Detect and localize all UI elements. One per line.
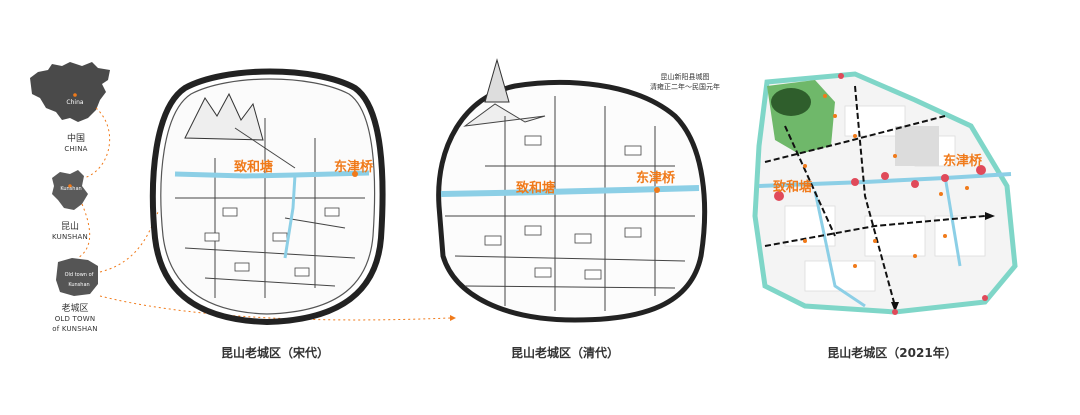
oldtown-tag: Old town of Kunshan (64, 272, 94, 288)
kunshan-label: 昆山 KUNSHAN (40, 222, 100, 242)
map1-canal-label: 致和塘 (234, 160, 274, 175)
china-label-en: CHINA (64, 145, 88, 153)
map2-title-line2: 清雍正二年～民国元年 (650, 83, 720, 91)
map3-bridge-label: 东津桥 (943, 154, 983, 169)
locator-graphics (30, 62, 111, 296)
map2-canal-label: 致和塘 (516, 181, 556, 196)
oldtown-label-zh: 老城区 (61, 304, 89, 314)
caption-song: 昆山老城区（宋代） (220, 346, 329, 360)
china-label: 中国 CHINA (46, 134, 106, 154)
oldtown-label-en1: OLD TOWN (54, 315, 96, 323)
kunshan-tag: Kunshan (60, 186, 82, 192)
map2-title-line1: 昆山新阳县城图 (660, 73, 710, 81)
kunshan-label-en: KUNSHAN (52, 233, 88, 241)
map-song-dynasty (149, 68, 386, 326)
oldtown-label-en2: of KUNSHAN (52, 325, 98, 333)
kunshan-map-icon (52, 170, 88, 210)
china-map-icon (30, 62, 110, 122)
china-label-zh: 中国 (66, 134, 85, 144)
map-2021 (752, 71, 1018, 315)
caption-qing: 昆山老城区（清代） (510, 346, 619, 360)
map3-canal-label: 致和塘 (773, 180, 813, 195)
china-tag: China (66, 99, 84, 106)
map-qing-dynasty (436, 58, 708, 323)
kunshan-label-zh: 昆山 (60, 222, 79, 232)
caption-2021: 昆山老城区（2021年） (827, 346, 957, 360)
map2-bridge-label: 东津桥 (636, 171, 676, 186)
oldtown-label: 老城区 OLD TOWN of KUNSHAN (42, 304, 108, 334)
map2-title: 昆山新阳县城图 清雍正二年～民国元年 (645, 72, 725, 92)
map1-bridge-label: 东津桥 (334, 160, 374, 175)
oldtown-map-icon (56, 258, 98, 296)
